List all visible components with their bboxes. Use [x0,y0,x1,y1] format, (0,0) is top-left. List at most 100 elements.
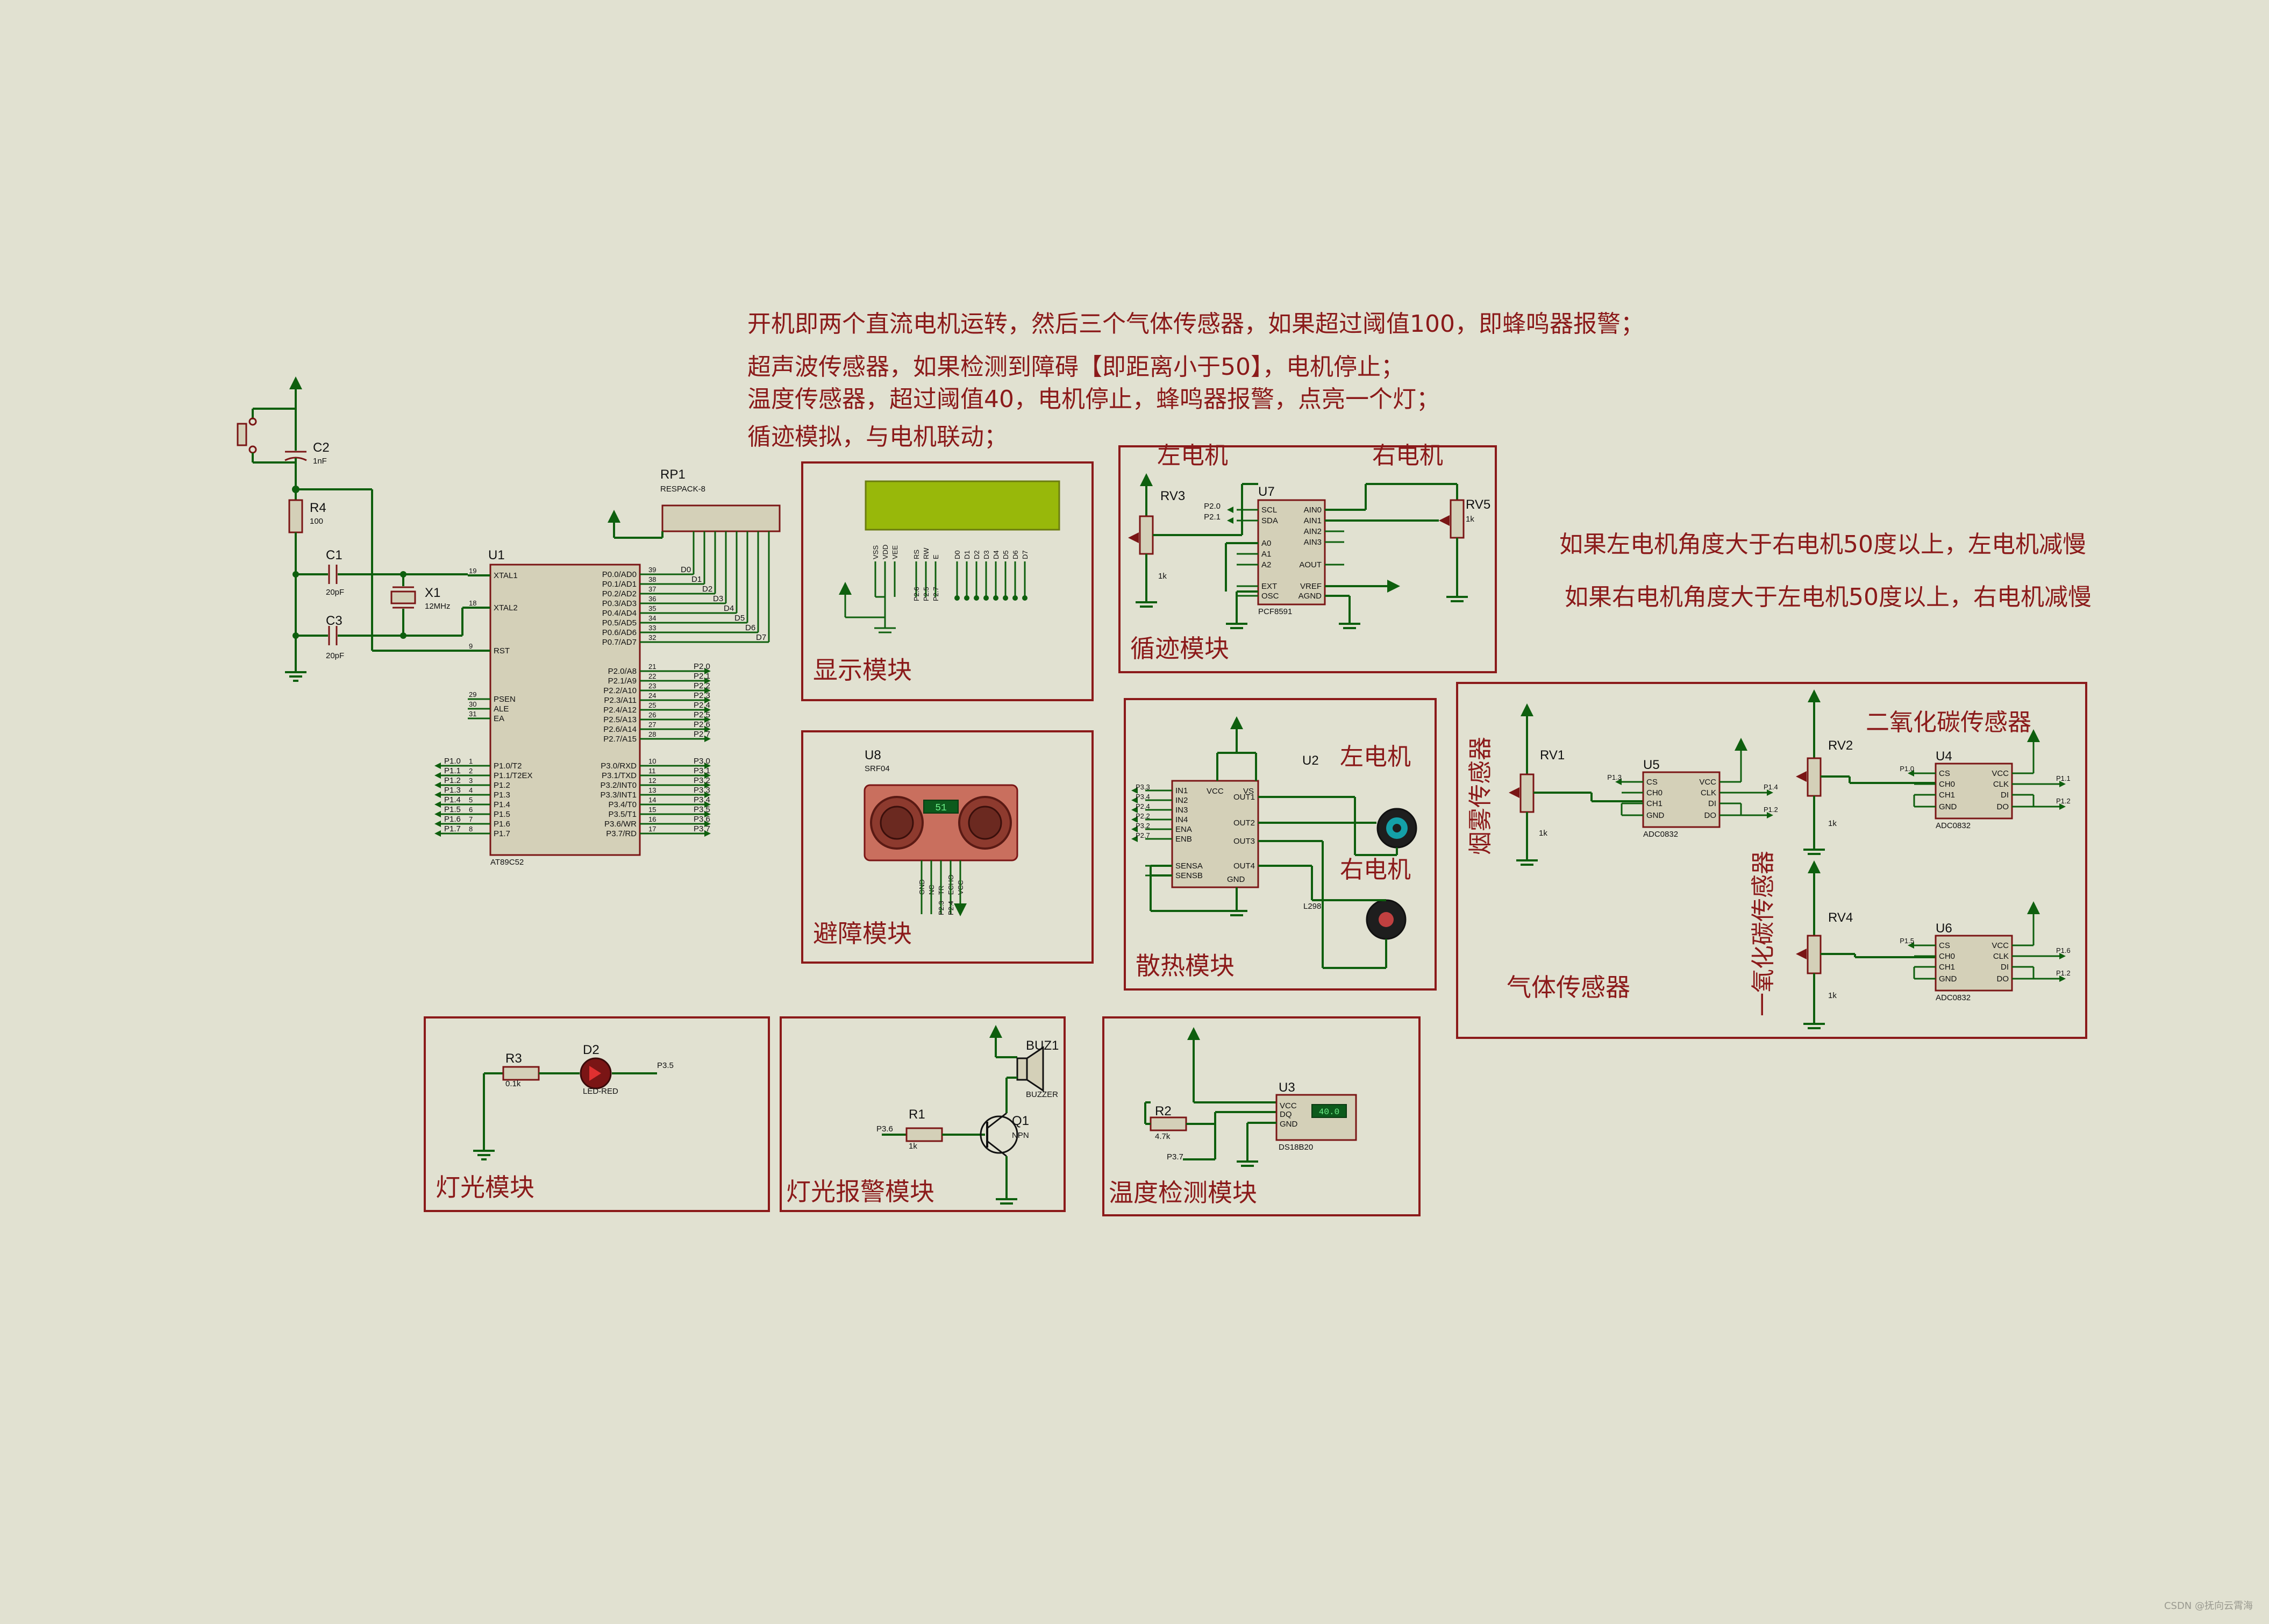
u1-pin-number: 23 [648,682,656,690]
u1-pin-number: 16 [648,815,656,823]
u1-pin-number: 38 [648,575,656,583]
u7-type: PCF8591 [1258,607,1292,616]
c3-ref: C3 [326,614,343,628]
l298-net-label: P2.7 [1136,831,1150,839]
u1-pin-label: P3.1/TXD [602,771,637,780]
pcf-pin-label: AOUT [1299,560,1322,569]
p0-net-label: D5 [734,614,745,623]
lcd-pin-label: D5 [1002,550,1010,559]
u1-pin-number: 8 [469,825,473,833]
lcd-pin-label: VSS [872,545,880,559]
temp-display: 40.0 [1319,1107,1339,1117]
rv5-value: 1k [1466,515,1474,524]
port-net-label: P3.6 [694,815,710,824]
smoke-sensor-label: 烟雾传感器 [1467,737,1494,855]
port-net-label: P2.3 [694,691,710,700]
lcd-pin-label: D3 [982,550,990,559]
l298-net-label: P3.2 [1136,822,1150,830]
adc-pin-label: DI [2001,790,2009,800]
u1-pin-number: 6 [469,806,473,814]
rv3-value: 1k [1158,572,1167,581]
note-line-1: 开机即两个直流电机运转，然后三个气体传感器，如果超过阈值100，即蜂鸣器报警； [747,310,1644,338]
u1-pin-number: 26 [648,711,656,719]
u1-pin-label: P0.5/AD5 [602,618,637,628]
u3-ref: U3 [1279,1080,1295,1095]
pcf-pin-label: AIN2 [1304,527,1322,536]
rv2-ref: RV2 [1828,738,1853,753]
port-net-label: P2.6 [694,720,710,729]
p1-net-label: P1.7 [444,824,461,834]
adc-pin-label: GND [1939,802,1957,811]
rv1-ref: RV1 [1540,748,1565,763]
c2-ref: C2 [313,440,330,455]
l298-pin-label: IN4 [1175,815,1188,824]
u1-pin-number: 34 [648,614,656,622]
port-net-label: P3.7 [694,824,710,834]
adc-pin-label: VCC [1699,778,1716,787]
rp1-respack [661,504,781,532]
u1-pin-number: 30 [469,700,476,708]
adc-pin-label: CS [1939,769,1950,778]
ultrasonic-display: 51 [935,803,947,814]
p1-net-label: P1.5 [444,805,461,814]
adc-pin-label: GND [1939,974,1957,984]
c1-ref: C1 [326,548,343,562]
right-motor-label: 右电机 [1340,856,1411,884]
u1-pin-label: P1.0/T2 [494,761,522,771]
u1-pin-label: PSEN [494,695,516,704]
ds18b20-pin-label: DQ [1280,1110,1292,1119]
adc-pin-label: DI [2001,963,2009,972]
port-net-label: P2.7 [694,730,710,739]
display-module-title: 显示模块 [813,656,912,685]
gas-sensor-module: 烟雾传感器 二氧化碳传感器 一氧化碳传感器 RV1 1k U5 ADC0832 … [1456,682,2087,1039]
mcu-pins: XTAL119XTAL218RST9PSEN29ALE30EA31P1.0/T2… [434,565,769,838]
u1-pin-label: P0.2/AD2 [602,589,637,599]
lcd-net-label: P2.6 [912,587,921,601]
u1-pin-label: P0.0/AD0 [602,570,637,579]
ds18b20-pin-label: VCC [1280,1101,1297,1110]
rv1-value: 1k [1539,829,1547,838]
adc-net-label: P1.2 [2056,797,2071,805]
adc-net-label: P1.1 [2056,774,2071,782]
port-net-label: P3.0 [694,757,710,766]
port-net-label: P2.1 [694,672,710,681]
u1-pin-label: P0.4/AD4 [602,609,637,618]
l298-pin-label: IN1 [1175,786,1188,795]
note-line-4: 循迹模拟，与电机联动； [747,423,1008,451]
l298-pin-label: GND [1227,875,1245,884]
port-net-label: P3.5 [694,805,710,814]
co2-sensor-label: 二氧化碳传感器 [1866,709,2031,736]
rp1-ref: RP1 [660,467,686,482]
u1-pin-label: P1.6 [494,820,510,829]
u8-ref: U8 [865,748,881,763]
p0-net-label: D6 [745,623,755,632]
l298-pin-label: ENA [1175,825,1192,834]
right-motor-label-tracking: 右电机 [1372,442,1443,469]
u1-pin-number: 37 [648,585,656,593]
u1-pin-number: 39 [648,566,656,574]
lcd-pin-label: D2 [973,550,981,559]
u1-pin-label: P3.6/WR [604,820,637,829]
u1-pin-number: 7 [469,815,473,823]
adc-net-label: P1.2 [1764,806,1778,814]
pcf-pin-label: A1 [1261,550,1271,559]
u1-pin-label: P1.3 [494,790,510,800]
adc-pin-label: CLK [1993,780,2009,789]
buzzer-icon [1016,1057,1028,1081]
p0-net-label: D0 [681,565,691,574]
lcd-pin-label: D7 [1021,550,1029,559]
left-motor-label-tracking: 左电机 [1157,442,1228,469]
alarm-module-title: 灯光报警模块 [786,1177,934,1206]
p0-net-label: D1 [691,575,702,584]
u1-pin-label: P3.5/T1 [608,810,637,819]
srf-net-label: P2.4 [947,901,955,915]
co-sensor-label: 一氧化碳传感器 [1750,851,1777,1016]
l298-net-label: P2.2 [1136,812,1150,820]
r4-value: 100 [310,517,323,526]
p1-net-label: P1.1 [444,766,461,775]
adc-pin-label: DO [1997,974,2009,984]
lcd-pin-label: VEE [891,545,899,559]
buz1-ref: BUZ1 [1026,1038,1059,1053]
